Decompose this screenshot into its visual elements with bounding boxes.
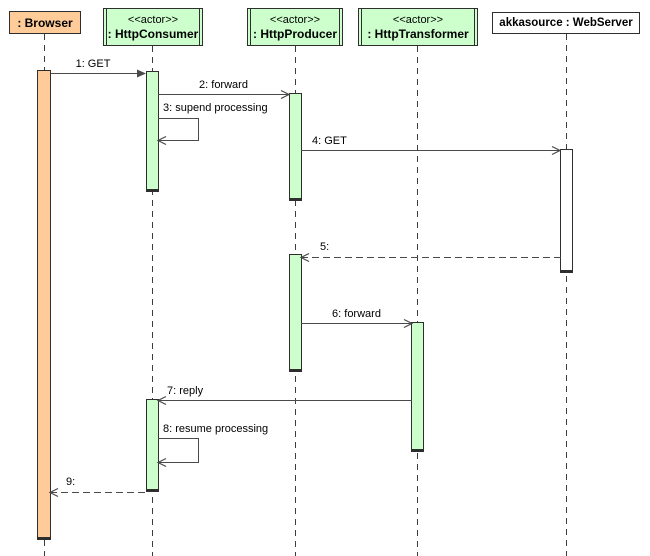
- message-5-arrowhead-icon: [299, 252, 310, 263]
- message-9-label: 9:: [66, 476, 76, 488]
- object-stereotype: <<actor>>: [392, 13, 444, 26]
- object-name: : HttpProducer: [253, 26, 337, 41]
- object-box-httptransformer: <<actor>> : HttpTransformer: [358, 8, 478, 46]
- message-9-return: [48, 487, 146, 498]
- message-3-line: [158, 118, 199, 141]
- message-8-arrowhead-icon: [156, 457, 167, 468]
- message-8-self-loop: [156, 438, 199, 468]
- message-4-label: 4: GET: [312, 135, 347, 147]
- message-3-label: 3: supend processing: [163, 102, 268, 114]
- object-box-browser: : Browser: [9, 11, 81, 34]
- message-3-arrowhead-icon: [156, 135, 167, 146]
- message-5-label: 5:: [320, 241, 330, 253]
- object-stereotype: <<actor>>: [127, 13, 179, 26]
- object-box-httpproducer: <<actor>> : HttpProducer: [247, 8, 343, 46]
- message-8-label: 8: resume processing: [163, 423, 269, 435]
- object-box-httpconsumer: <<actor>> : HttpConsumer: [103, 8, 203, 46]
- object-stereotype: <<actor>>: [269, 13, 321, 26]
- message-2-label: 2: forward: [199, 79, 248, 91]
- message-7-label: 7: reply: [167, 385, 204, 397]
- message-4-arrowhead-icon: [551, 145, 562, 156]
- message-9-arrowhead-icon: [48, 487, 59, 498]
- object-box-webserver: akkasource : WebServer: [492, 12, 640, 34]
- message-5-return: [299, 252, 561, 263]
- message-7-arrowhead-icon: [156, 395, 167, 406]
- object-name: : HttpTransformer: [367, 26, 469, 41]
- message-8-line: [158, 438, 199, 463]
- object-name: : HttpConsumer: [107, 26, 199, 41]
- message-6-arrowhead-icon: [403, 318, 414, 329]
- message-3-self-loop: [156, 118, 199, 146]
- message-1-get: [51, 69, 146, 78]
- message-6-label: 6: forward: [332, 308, 381, 320]
- message-4-get: [301, 145, 562, 156]
- object-name: : Browser: [17, 15, 73, 30]
- message-1-label: 1: GET: [75, 58, 111, 70]
- message-7-reply: [156, 395, 412, 406]
- object-name: akkasource : WebServer: [499, 17, 633, 29]
- message-6-forward: [301, 318, 414, 329]
- message-2-forward: [158, 89, 291, 100]
- message-2-arrowhead-icon: [280, 89, 291, 100]
- message-1-arrowhead-icon: [137, 69, 146, 78]
